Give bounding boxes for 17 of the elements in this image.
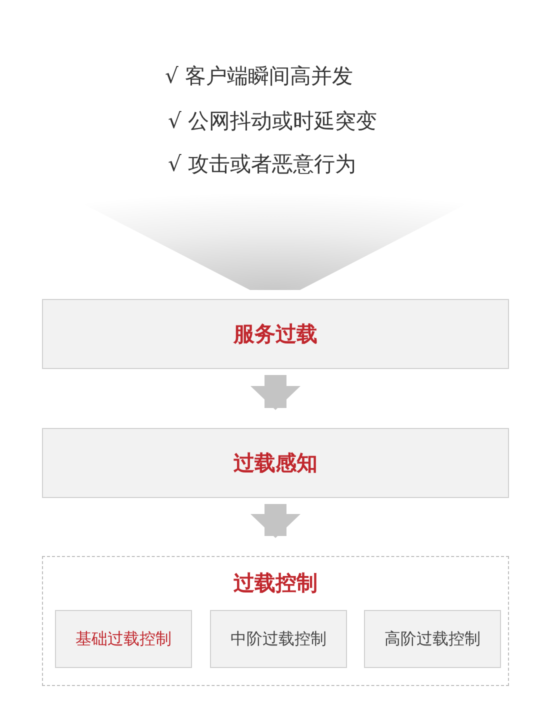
box-label: 基础过载控制 bbox=[76, 628, 172, 650]
block-arrow bbox=[250, 504, 300, 538]
block-arrow bbox=[250, 375, 300, 410]
bullet-text: √ 攻击或者恶意行为 bbox=[168, 151, 356, 178]
process-box bbox=[210, 610, 347, 668]
bullet-text: √ 公网抖动或时延突变 bbox=[168, 108, 378, 135]
process-box bbox=[364, 610, 501, 668]
process-box bbox=[42, 299, 509, 369]
process-box bbox=[42, 428, 509, 498]
dashed-group-box bbox=[42, 556, 509, 686]
box-label: 服务过载 bbox=[234, 321, 318, 348]
group-title: 过载控制 bbox=[234, 570, 318, 597]
box-label: 过载感知 bbox=[234, 450, 318, 477]
box-label: 高阶过载控制 bbox=[384, 628, 480, 650]
bullet-text: √ 客户端瞬间高并发 bbox=[165, 63, 354, 90]
box-label: 中阶过载控制 bbox=[230, 628, 326, 650]
process-box bbox=[55, 610, 192, 668]
